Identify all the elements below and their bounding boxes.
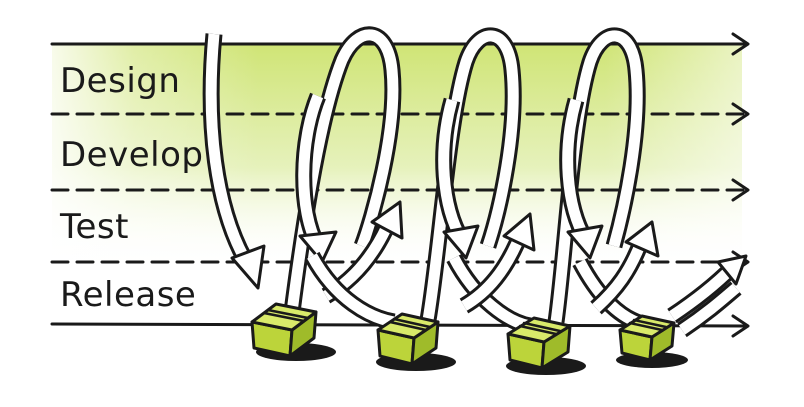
iteration-loops (202, 26, 748, 338)
phase-label-develop: Develop (60, 135, 203, 175)
release-packages (250, 302, 688, 375)
package-box-icon (250, 302, 336, 361)
arrow-right-icon (731, 178, 750, 202)
arrow-right-icon (731, 314, 750, 338)
package-box-icon (506, 316, 586, 375)
loop-arrow-icon (590, 220, 660, 315)
package-box-icon (376, 312, 456, 371)
loop-arrow-icon (667, 254, 748, 324)
arrow-right-icon (731, 102, 750, 126)
phase-label-design: Design (60, 61, 180, 101)
loop-arrow-icon (304, 251, 396, 331)
phase-labels: Design Develop Test Release (59, 61, 203, 315)
loop-arrow-icon (459, 212, 536, 314)
loop-arrow-icon (295, 92, 338, 264)
package-box-icon (616, 314, 688, 368)
arrow-right-icon (731, 32, 750, 56)
phase-label-release: Release (60, 275, 196, 315)
loop-arrow-icon (677, 281, 742, 338)
loop-arrow-icon (202, 33, 266, 290)
loop-arrow-icon (559, 97, 604, 260)
phase-label-test: Test (59, 207, 129, 247)
loop-arrow-icon (435, 97, 480, 260)
